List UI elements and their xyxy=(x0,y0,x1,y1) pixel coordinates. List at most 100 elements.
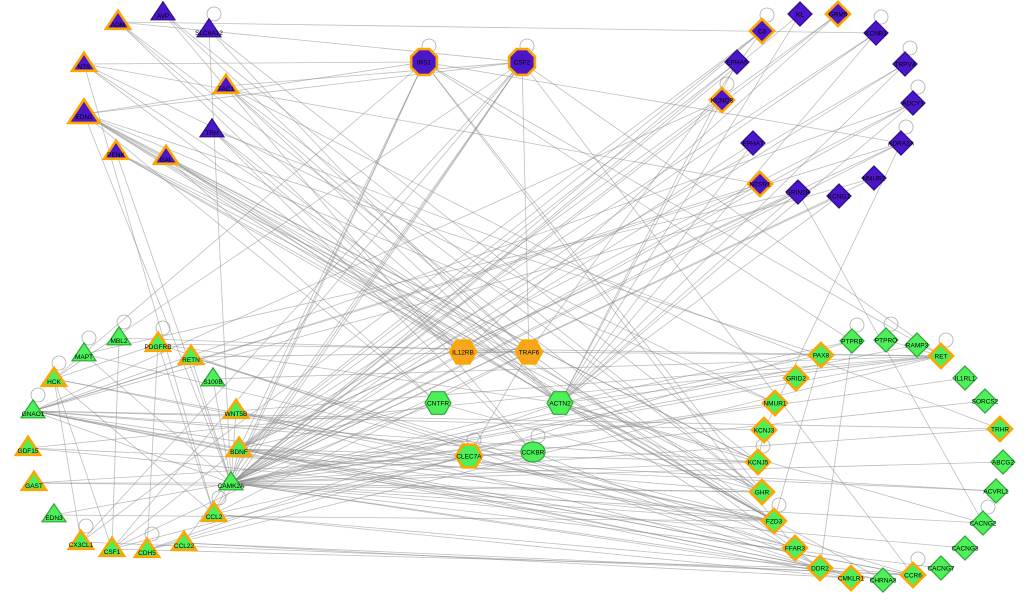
node-NTS[interactable]: NTS xyxy=(69,50,99,73)
node-NTSR1[interactable]: NTSR1 xyxy=(746,170,774,198)
octagon-shape xyxy=(409,47,439,77)
node-RAMP3[interactable]: RAMP3 xyxy=(904,332,930,358)
edge-CSF1-DDR2 xyxy=(111,548,821,569)
diamond-shape xyxy=(750,416,778,444)
node-ADCY1[interactable]: ADCY1 xyxy=(900,90,926,116)
edge-GRIN2B-BDNF xyxy=(238,191,799,450)
node-KCNJ3[interactable]: KCNJ3 xyxy=(750,416,778,444)
triangle-shape xyxy=(211,72,241,95)
node-KCNJ5[interactable]: KCNJ5 xyxy=(744,448,772,476)
edge-IRS1-HCK xyxy=(53,61,425,380)
node-ACTN2[interactable]: ACTN2 xyxy=(546,391,574,415)
node-CCR6[interactable]: CCR6 xyxy=(899,561,927,589)
node-TRAF6[interactable]: TRAF6 xyxy=(514,339,544,365)
node-C3[interactable]: C3 xyxy=(748,17,776,45)
edge-EDN1-CSF2 xyxy=(83,61,523,115)
node-EPHA7[interactable]: EPHA7 xyxy=(740,130,766,156)
node-IRS1[interactable]: IRS1 xyxy=(409,47,439,77)
node-ADM[interactable]: ADM xyxy=(103,8,133,31)
node-CSF2[interactable]: CSF2 xyxy=(507,47,537,77)
edge-CSF2-TRAF6 xyxy=(521,61,530,353)
node-ACVRL1[interactable]: ACVRL1 xyxy=(983,478,1009,504)
edge-ACTN2-DDR2 xyxy=(559,402,821,569)
node-TRH[interactable]: TRH xyxy=(198,117,226,138)
self-loop-RET xyxy=(938,332,954,348)
node-GHR[interactable]: GHR xyxy=(748,478,776,506)
diamond-shape xyxy=(806,554,834,582)
node-CACNG2[interactable]: CACNG2 xyxy=(969,510,997,536)
self-loop-CX3CL1 xyxy=(78,518,94,534)
edge-CSF2-CX3CL1 xyxy=(80,61,523,543)
node-PENK[interactable]: PENK xyxy=(101,138,131,161)
edge-ACTN2-PTPRB xyxy=(559,340,853,404)
node-CCKBR[interactable]: CCKBR xyxy=(520,441,546,463)
hexagon-shape xyxy=(424,391,452,415)
node-IL1RL1[interactable]: IL1RL1 xyxy=(952,365,978,391)
edge-GAL-ACTN2 xyxy=(165,156,561,404)
node-CACNG3[interactable]: CACNG3 xyxy=(951,535,979,561)
diamond-shape xyxy=(972,388,998,414)
node-SORCS2[interactable]: SORCS2 xyxy=(972,388,999,414)
node-GRM5[interactable]: GRM5 xyxy=(824,0,852,28)
node-S100B[interactable]: S100B xyxy=(199,366,227,387)
node-KCNB1[interactable]: KCNB1 xyxy=(863,20,889,46)
edge-CDH5-PTPRB xyxy=(146,340,853,551)
triangle-shape xyxy=(103,8,133,31)
edge-NTSR1-GNAO1 xyxy=(32,183,761,412)
node-PTPRO[interactable]: PTPRO xyxy=(873,327,899,353)
edge-EDN1-NMUR1 xyxy=(83,113,776,404)
node-CLEC7A[interactable]: CLEC7A xyxy=(454,443,484,469)
node-PDGFRB[interactable]: PDGFRB xyxy=(143,330,173,353)
node-ABCG2[interactable]: ABCG2 xyxy=(990,449,1016,475)
node-SLC6A12[interactable]: SLC6A12 xyxy=(195,17,223,38)
edge-KCNG1-ACTN2 xyxy=(559,195,840,404)
node-PTPRB[interactable]: PTPRB xyxy=(839,328,865,354)
triangle-shape xyxy=(97,535,127,558)
edge-EPHA5-BDNF xyxy=(238,61,738,450)
node-GAST[interactable]: GAST xyxy=(19,469,49,492)
edge-WNT5B-FZD3 xyxy=(235,410,775,522)
edge-BDNF-DDR2 xyxy=(238,448,821,569)
edge-CNTFR-BDNF xyxy=(238,402,439,450)
node-EDN3[interactable]: EDN3 xyxy=(40,502,68,523)
diamond-shape xyxy=(861,165,887,191)
hexagon-shape xyxy=(546,391,574,415)
node-IL12RB[interactable]: IL12RB xyxy=(448,339,478,365)
diamond-shape xyxy=(826,183,852,209)
edge-KL-ACTN2 xyxy=(559,13,801,404)
edge-TRH-IL12RB xyxy=(211,129,464,353)
node-RETN[interactable]: RETN xyxy=(176,343,206,366)
edge-TRH-CCKBR xyxy=(211,129,534,453)
edge-CSF2-CCR6 xyxy=(521,61,914,576)
diamond-shape xyxy=(927,342,955,370)
hexagon-shape xyxy=(514,339,544,365)
node-CCL22[interactable]: CCL22 xyxy=(169,529,199,552)
self-loop-CCL2 xyxy=(211,490,227,506)
diamond-shape xyxy=(873,327,899,353)
edge-GAL-IL12RB xyxy=(165,156,464,353)
node-CMKLR1[interactable]: CMKLR1 xyxy=(837,564,865,592)
edge-IRS1-FFAR3 xyxy=(423,61,796,549)
node-CNTFR[interactable]: CNTFR xyxy=(424,391,452,415)
node-ADRA2A[interactable]: ADRA2A xyxy=(888,130,915,156)
node-NMUR2[interactable]: NMUR2 xyxy=(861,165,887,191)
node-HCK[interactable]: HCK xyxy=(39,365,69,388)
node-RET[interactable]: RET xyxy=(927,342,955,370)
node-KCNQ3[interactable]: KCNQ3 xyxy=(708,86,736,114)
diamond-shape xyxy=(746,170,774,198)
node-AVP[interactable]: AVP xyxy=(149,0,177,21)
edge-C3-CX3CL1 xyxy=(80,30,763,543)
node-KCNG1[interactable]: KCNG1 xyxy=(826,183,852,209)
node-GRIN2B[interactable]: GRIN2B xyxy=(785,179,811,205)
edge-TAC1-ACTN2 xyxy=(225,85,561,404)
node-CX3CL1[interactable]: CX3CL1 xyxy=(66,528,96,551)
node-PAX8[interactable]: PAX8 xyxy=(807,341,835,369)
edge-S100B-CAMK2A xyxy=(212,378,232,484)
node-TRHR[interactable]: TRHR xyxy=(986,415,1014,443)
node-KL[interactable]: KL xyxy=(787,1,813,27)
edge-KCNJ3-ADRA2A xyxy=(763,142,902,431)
node-GDF15[interactable]: GDF15 xyxy=(13,434,43,457)
node-CACNG7[interactable]: CACNG7 xyxy=(927,555,955,581)
